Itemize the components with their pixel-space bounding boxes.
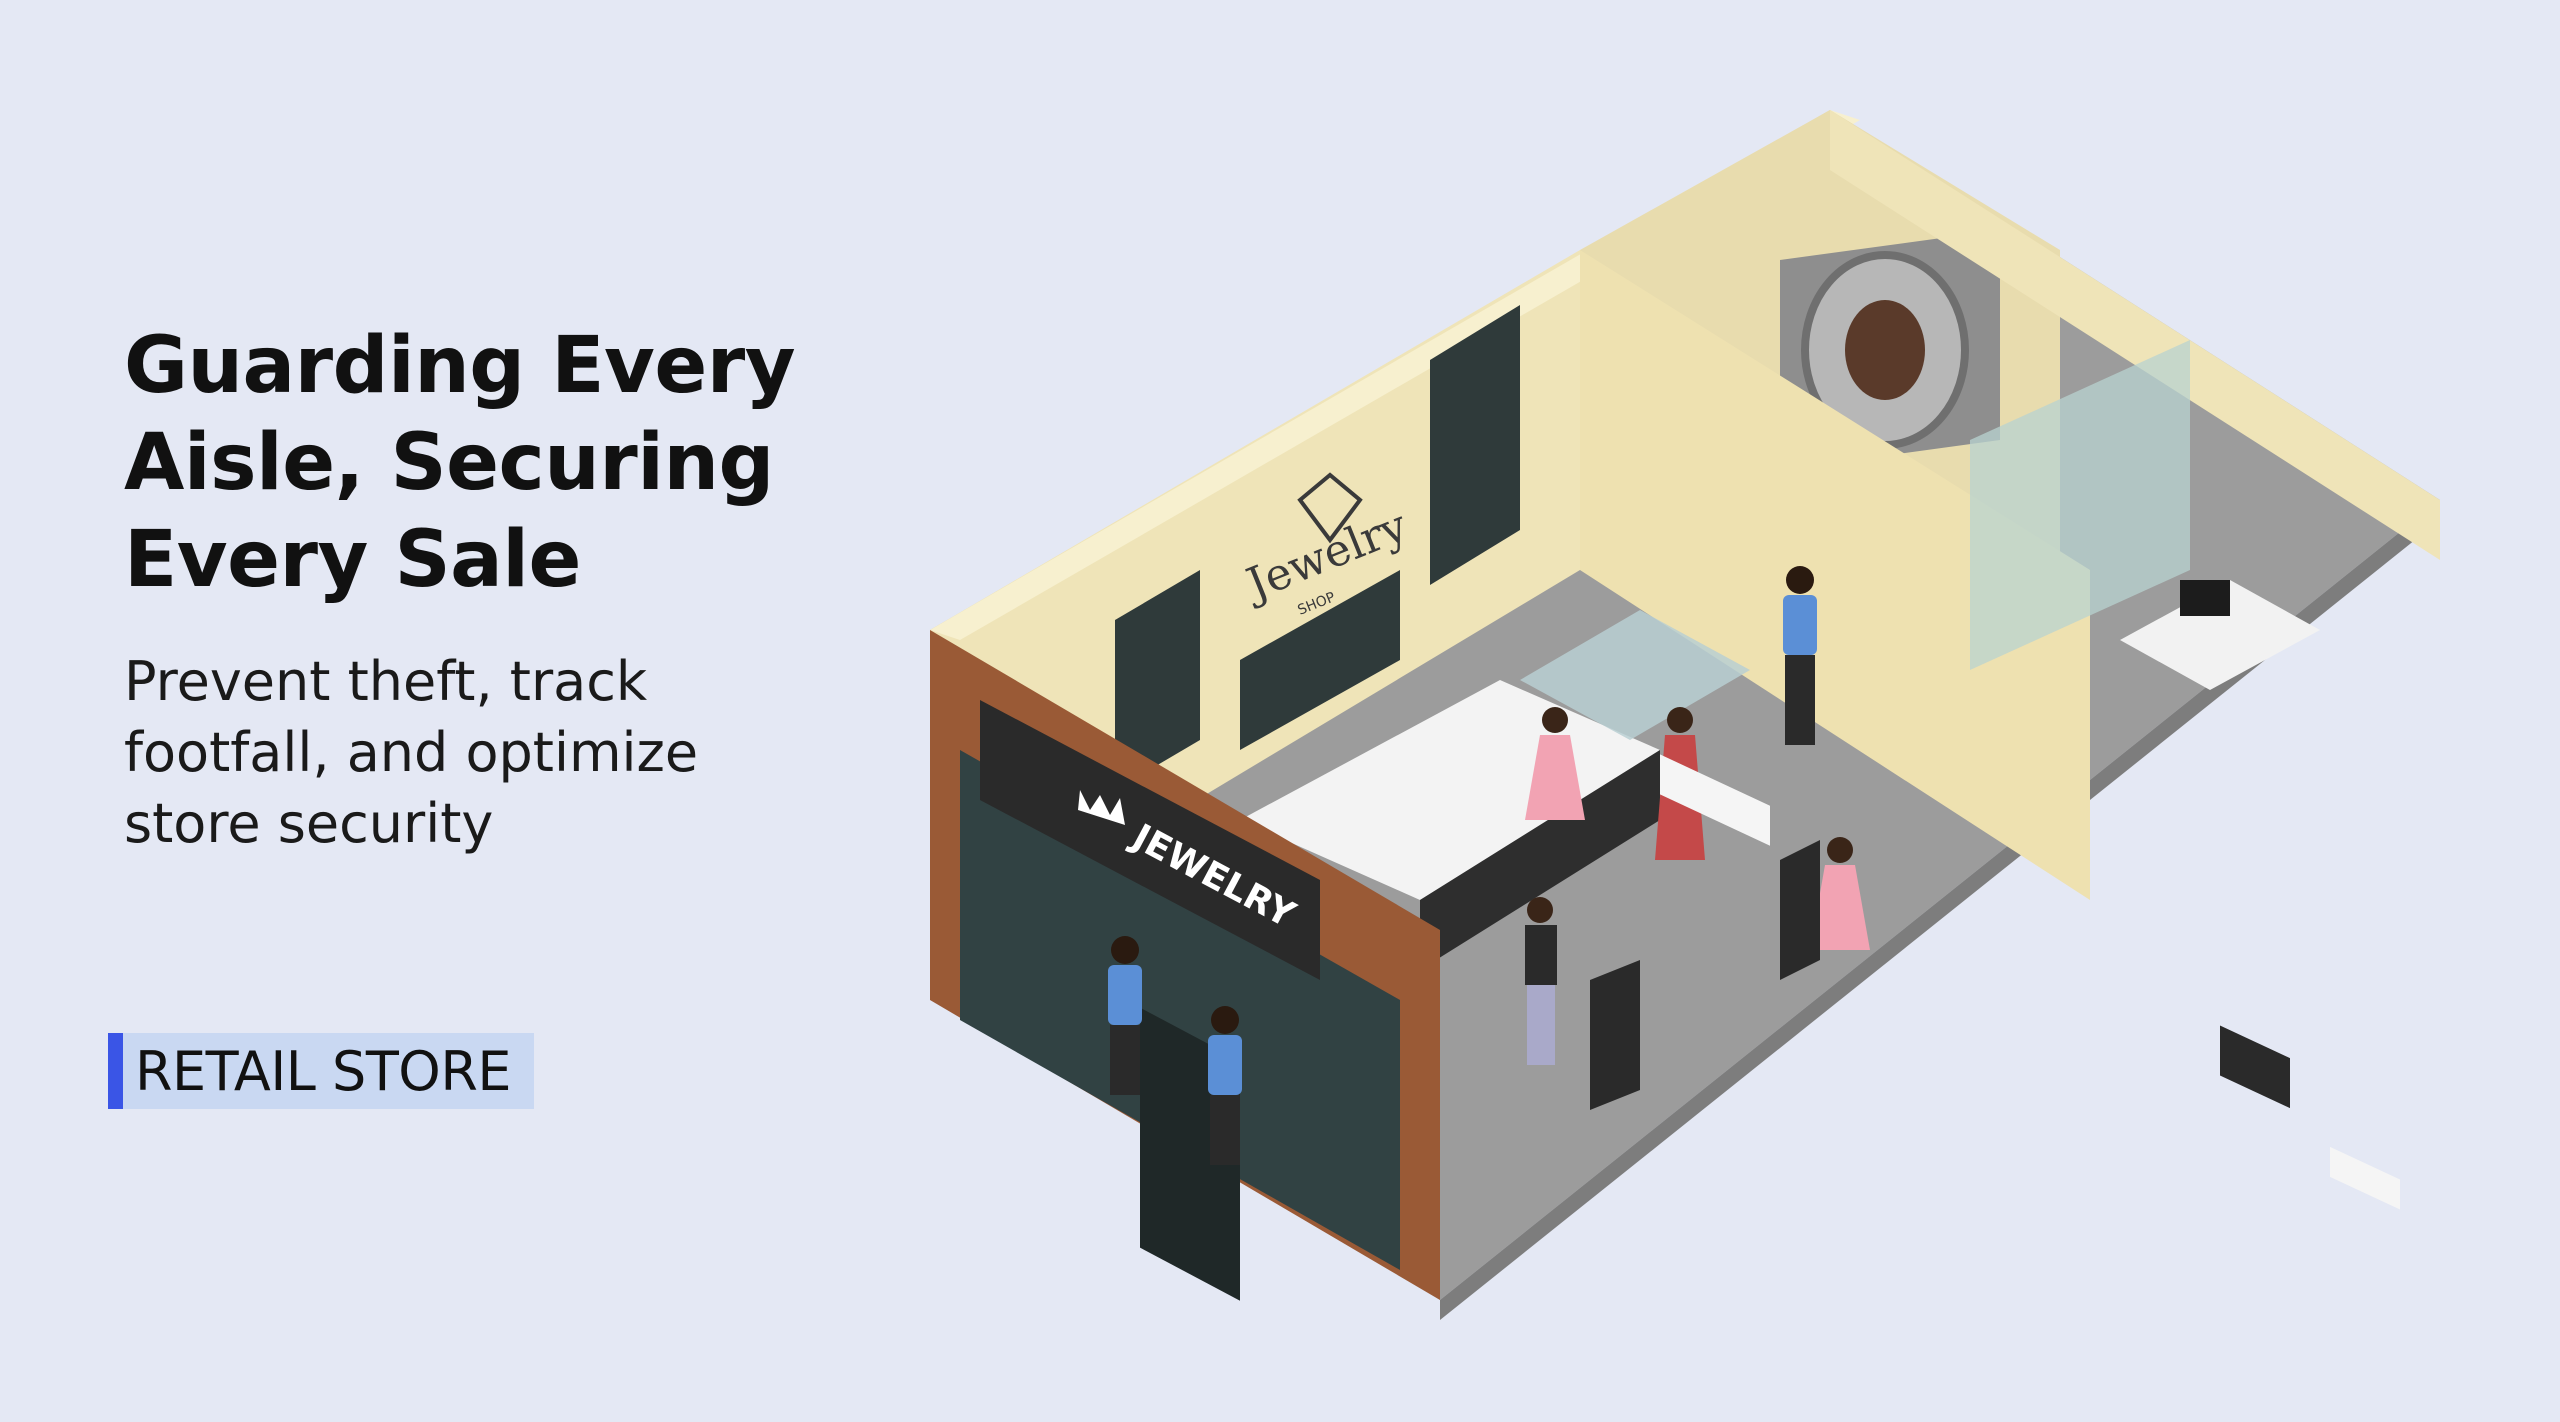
crown-icon [1078,790,1125,825]
shopper [1525,897,1557,1065]
subheadline: Prevent theft, track footfall, and optim… [124,650,699,855]
tag-accent-bar [108,1033,123,1109]
shopper [1525,707,1585,820]
tag-label: RETAIL STORE [135,1039,511,1103]
jewelry-store-illustration: Jewelry SHOP JEWELRY [930,110,2440,1320]
right-partition-wall [1580,250,2090,900]
office-desk [2120,580,2320,690]
wall-display-case [1240,570,1400,750]
diamond-icon [1297,472,1363,544]
shopper [1810,837,1870,950]
jewelry-pedestal [1590,960,1640,1110]
security-guard [1783,566,1817,745]
glass-office-wall [1970,340,2190,670]
headline: Guarding Every Aisle, Securing Every Sal… [124,321,796,605]
security-guard [1208,1006,1242,1165]
back-wall-right [1830,110,2440,560]
storefront-awning [980,700,1320,980]
service-counter-front [1420,750,1660,970]
air-conditioner [1660,754,1770,846]
jewelry-pedestal [1780,840,1820,980]
category-tag: RETAIL STORE [108,1033,534,1109]
wall-tv-screen [2220,1025,2290,1109]
computer-monitor [2180,580,2230,616]
security-guard [1108,936,1142,1095]
storefront-window [960,750,1400,1270]
air-conditioner [2330,1146,2400,1210]
wall-display-case [1115,570,1200,790]
wall-display-case [1430,305,1520,585]
glass-showcase [1520,610,1750,740]
floor-edge [1440,500,2440,1320]
